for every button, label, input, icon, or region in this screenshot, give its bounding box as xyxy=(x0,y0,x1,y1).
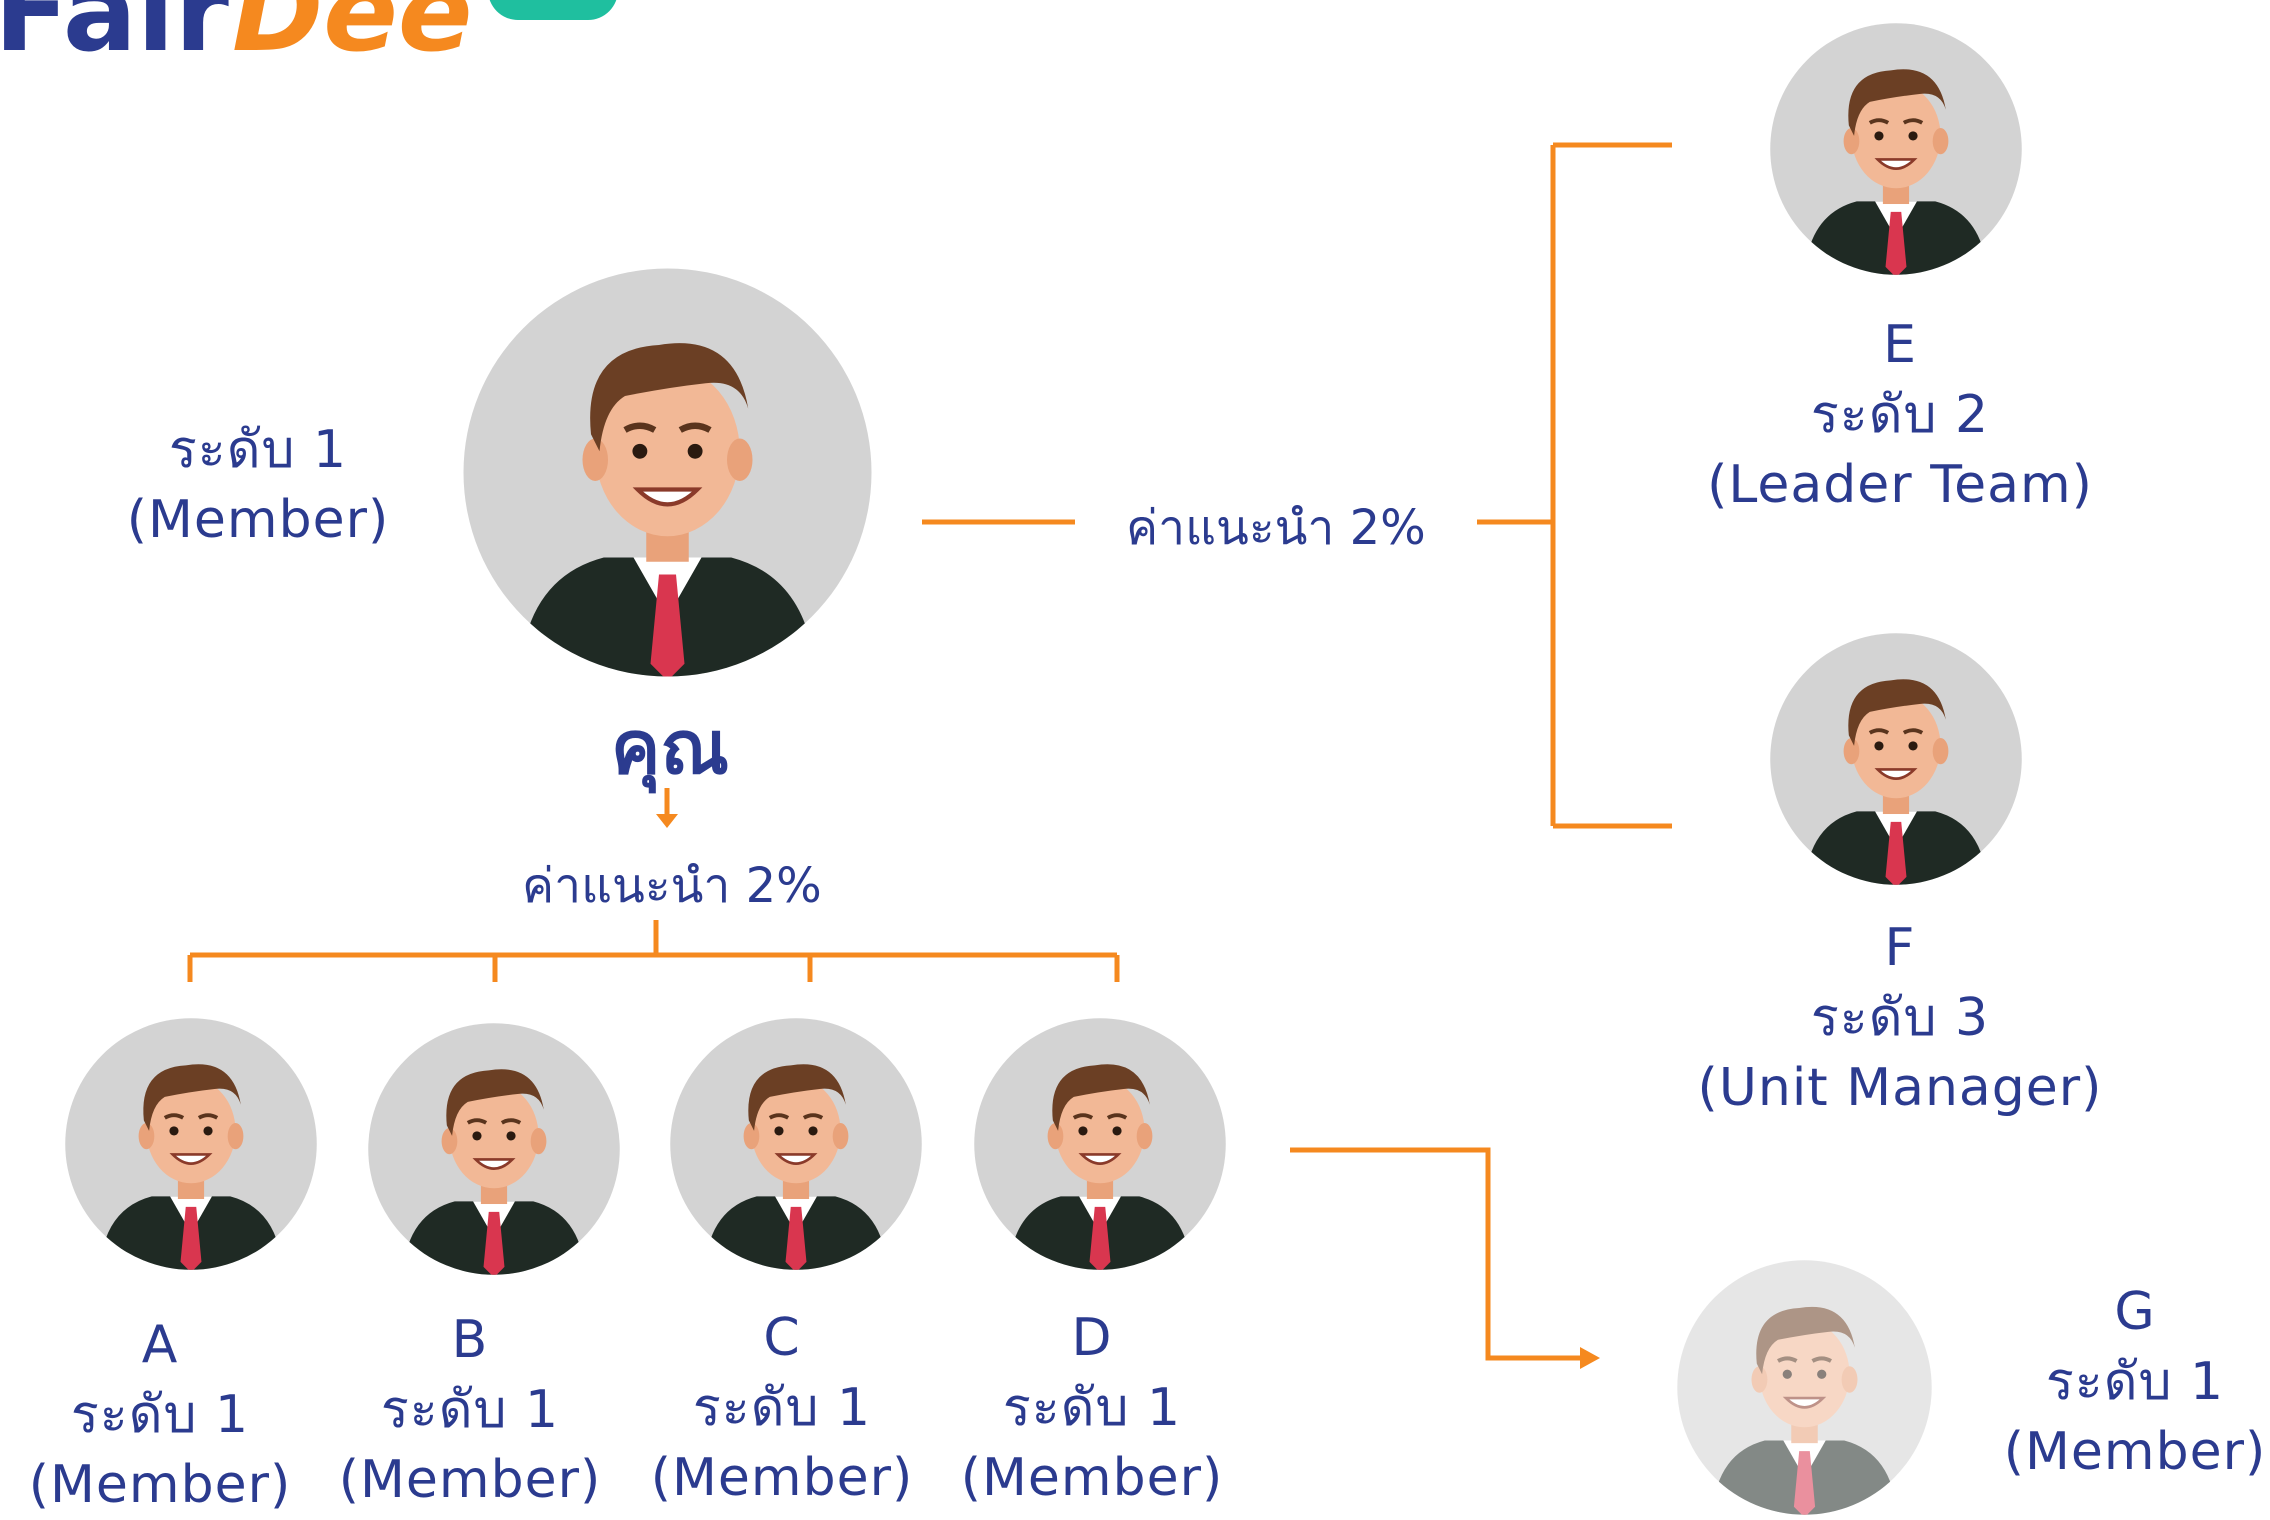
downline-d-level: ระดับ 1 xyxy=(1002,1378,1182,1438)
upline-e-role: (Leader Team) xyxy=(1707,455,2093,515)
downline-b-role: (Member) xyxy=(338,1450,602,1510)
downline-d-role: (Member) xyxy=(960,1448,1224,1508)
downline-d-letter: D xyxy=(1071,1308,1113,1368)
businessman-avatar-icon xyxy=(1770,23,2022,275)
downline-c-level: ระดับ 1 xyxy=(692,1378,872,1438)
second-level-g-label: G ระดับ 1 (Member) xyxy=(1985,1277,2270,1487)
downline-a-avatar xyxy=(60,1013,322,1275)
upline-f-avatar xyxy=(1765,628,2027,890)
upline-e-level: ระดับ 2 xyxy=(1810,385,1990,445)
upline-f-role: (Unit Manager) xyxy=(1697,1058,2103,1118)
businessman-avatar-icon xyxy=(974,1018,1226,1270)
you-role: (Member) xyxy=(126,490,390,550)
businessman-avatar-icon xyxy=(463,268,872,677)
downline-c-letter: C xyxy=(763,1308,801,1368)
downline-c-label: C ระดับ 1 (Member) xyxy=(632,1303,932,1513)
downline-b-avatar xyxy=(363,1018,625,1280)
upline-e-avatar xyxy=(1765,18,2027,280)
businessman-avatar-icon xyxy=(65,1018,317,1270)
second-level-g-level: ระดับ 1 xyxy=(2045,1352,2225,1412)
logo-bubble-icon xyxy=(488,0,618,20)
second-level-g-avatar xyxy=(1672,1255,1937,1520)
downline-d-label: D ระดับ 1 (Member) xyxy=(942,1303,1242,1513)
brand-name-fair: Fair xyxy=(0,0,229,60)
downline-a-role: (Member) xyxy=(28,1455,292,1515)
businessman-avatar-icon xyxy=(1770,633,2022,885)
businessman-avatar-icon xyxy=(368,1023,620,1275)
upline-fee-label: ค่าแนะนำ 2% xyxy=(1126,500,1426,556)
upline-f-level: ระดับ 3 xyxy=(1810,988,1990,1048)
downline-b-level: ระดับ 1 xyxy=(380,1380,560,1440)
upline-f-label: F ระดับ 3 (Unit Manager) xyxy=(1660,913,2140,1123)
upline-e-letter: E xyxy=(1883,315,1917,375)
arrowhead-right xyxy=(1580,1347,1600,1369)
you-level: ระดับ 1 xyxy=(168,420,348,480)
you-name: คุณ xyxy=(610,705,730,791)
second-level-g-letter: G xyxy=(2114,1282,2156,1342)
you-level-label: ระดับ 1 (Member) xyxy=(108,415,408,555)
downline-fee-label: ค่าแนะนำ 2% xyxy=(522,858,822,914)
businessman-avatar-icon xyxy=(670,1018,922,1270)
downline-b-letter: B xyxy=(451,1310,489,1370)
brand-name-dee: Dee xyxy=(232,0,473,60)
upline-e-label: E ระดับ 2 (Leader Team) xyxy=(1660,310,2140,520)
downline-d-avatar xyxy=(969,1013,1231,1275)
second-level-g-role: (Member) xyxy=(2003,1422,2267,1482)
upline-f-letter: F xyxy=(1884,918,1916,978)
you-avatar xyxy=(455,260,880,685)
downline-c-role: (Member) xyxy=(650,1448,914,1508)
downline-c-avatar xyxy=(665,1013,927,1275)
downline-b-label: B ระดับ 1 (Member) xyxy=(320,1305,620,1515)
downline-a-letter: A xyxy=(141,1315,179,1375)
businessman-avatar-icon xyxy=(1677,1260,1932,1515)
connector-d-to-g xyxy=(1290,1147,1585,1361)
downline-a-level: ระดับ 1 xyxy=(70,1385,250,1445)
downline-a-label: A ระดับ 1 (Member) xyxy=(10,1310,310,1520)
brand-logo: Fair Dee xyxy=(0,0,640,60)
arrowhead-down xyxy=(656,814,678,828)
